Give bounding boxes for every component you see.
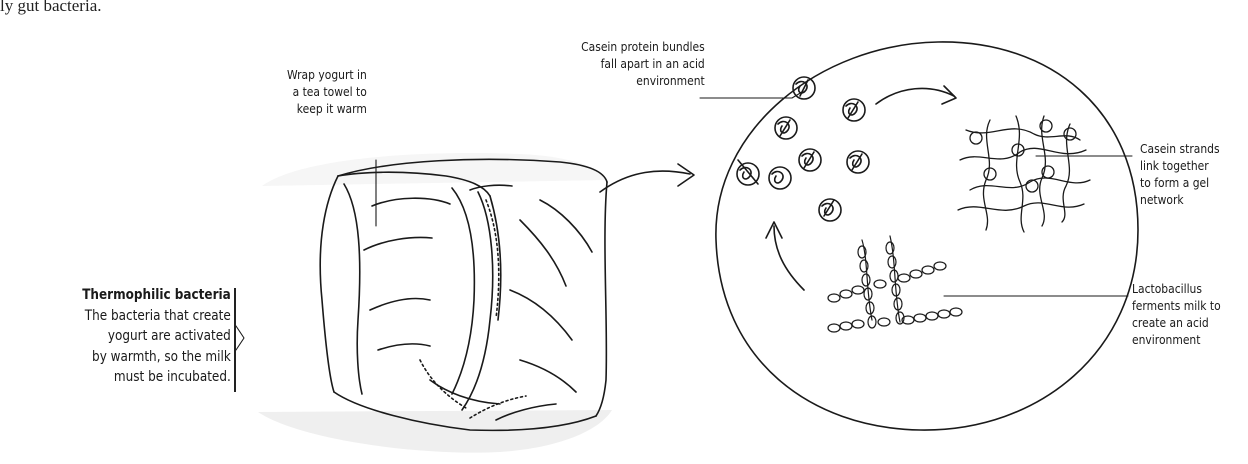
casein-strands-label: Casein strands link together to form a g… [1140,140,1220,208]
side-note-title: Thermophilic bacteria [82,285,231,306]
casein-bundles-drawing [737,77,869,221]
side-note-line: The bacteria that create [82,306,231,327]
wrapped-yogurt-drawing [258,153,612,453]
casein-bundles-label: Casein protein bundles fall apart in an … [581,38,705,89]
side-note: Thermophilic bacteria The bacteria that … [82,285,231,388]
side-note-line: must be incubated. [82,367,231,388]
wrap-yogurt-label: Wrap yogurt in a tea towel to keep it wa… [287,66,367,117]
side-note-line: by warmth, so the milk [82,347,231,368]
lactobacillus-label: Lactobacillus ferments milk to create an… [1132,280,1221,348]
gel-network-drawing [958,116,1090,232]
side-note-line: yogurt are activated [82,326,231,347]
side-note-divider [234,288,236,392]
lactobacillus-drawing [828,236,962,332]
